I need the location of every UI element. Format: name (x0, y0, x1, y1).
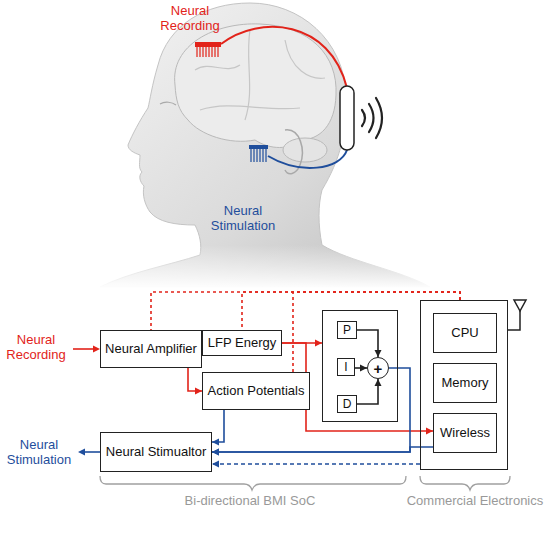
connector (357, 379, 378, 404)
arrowhead (360, 365, 367, 372)
head-silhouette (100, 3, 430, 287)
arrowhead (375, 350, 382, 357)
output-wire (85, 451, 100, 453)
recording-electrode (195, 42, 221, 47)
arrowhead (212, 439, 219, 446)
recording-lead (221, 27, 347, 88)
gain-box: P (337, 321, 357, 339)
node-text: Wireless (440, 426, 490, 441)
amplifier-box: Neural Amplifier (100, 330, 202, 368)
wireless-waves (362, 98, 382, 138)
shoulder-fade (90, 245, 440, 289)
arrowhead (195, 388, 202, 395)
gain-box: D (337, 395, 357, 413)
signal-label: Neural Recording (2, 333, 70, 363)
connector (212, 463, 420, 465)
module-box: Memory (433, 363, 497, 403)
stimulation-electrode-pins (251, 149, 266, 162)
group-label: Commercial Electronics (400, 494, 550, 509)
node-text: + (374, 361, 383, 376)
arrowhead (426, 428, 433, 435)
arrowhead (212, 449, 219, 456)
electronics-group: CPU MemoryWireless (420, 300, 508, 470)
input-wire (73, 348, 93, 350)
arrowhead (315, 340, 322, 347)
connector (151, 292, 460, 330)
connector (212, 410, 224, 442)
node-text: Neural Stimualtor (106, 445, 206, 460)
brain (175, 24, 336, 148)
process-box: LFP Energy (202, 330, 282, 356)
brain-sulcus (195, 65, 240, 70)
node-text: Memory (442, 376, 489, 391)
cerebellum (283, 138, 327, 162)
arrowhead (212, 461, 219, 468)
node-text: Action Potentials (208, 384, 305, 399)
antenna-symbol (514, 300, 526, 311)
node-text: Neural Amplifier (105, 342, 197, 357)
antenna-wire (508, 310, 520, 330)
module-box: Wireless (433, 413, 497, 453)
node-text: I (344, 361, 347, 373)
process-box: Action Potentials (202, 372, 310, 410)
eye (160, 102, 176, 105)
node-text: CPU (451, 326, 478, 341)
brain-sulcus (285, 40, 325, 78)
controller-group: P I D + (322, 310, 398, 422)
arrowhead (375, 379, 382, 386)
connector (212, 447, 433, 452)
bracket (100, 476, 406, 490)
group-label: Bi-directional BMI SoC (130, 494, 370, 509)
arrowhead (78, 449, 85, 456)
module-box: CPU (433, 313, 497, 353)
node-text: LFP Energy (208, 336, 276, 351)
bracket (420, 476, 510, 490)
brain-sulcus (200, 106, 300, 110)
arrowhead (212, 449, 219, 456)
stimulator-box: Neural Stimualtor (100, 432, 212, 472)
stimulation-electrode (249, 145, 268, 149)
summing-circle: + (367, 357, 389, 379)
recording-electrode-pins (197, 47, 218, 57)
node-text: D (343, 398, 352, 410)
illustration-label: Neural Recording (150, 4, 230, 34)
signal-label: Neural Stimulation (2, 438, 76, 468)
connector (357, 330, 378, 357)
gain-box: I (337, 358, 355, 376)
illustration-label: Neural Stimulation (200, 204, 286, 234)
node-text: P (343, 324, 351, 336)
implant-device (340, 86, 354, 150)
arrowhead (93, 346, 100, 353)
stimulation-lead (268, 150, 347, 168)
